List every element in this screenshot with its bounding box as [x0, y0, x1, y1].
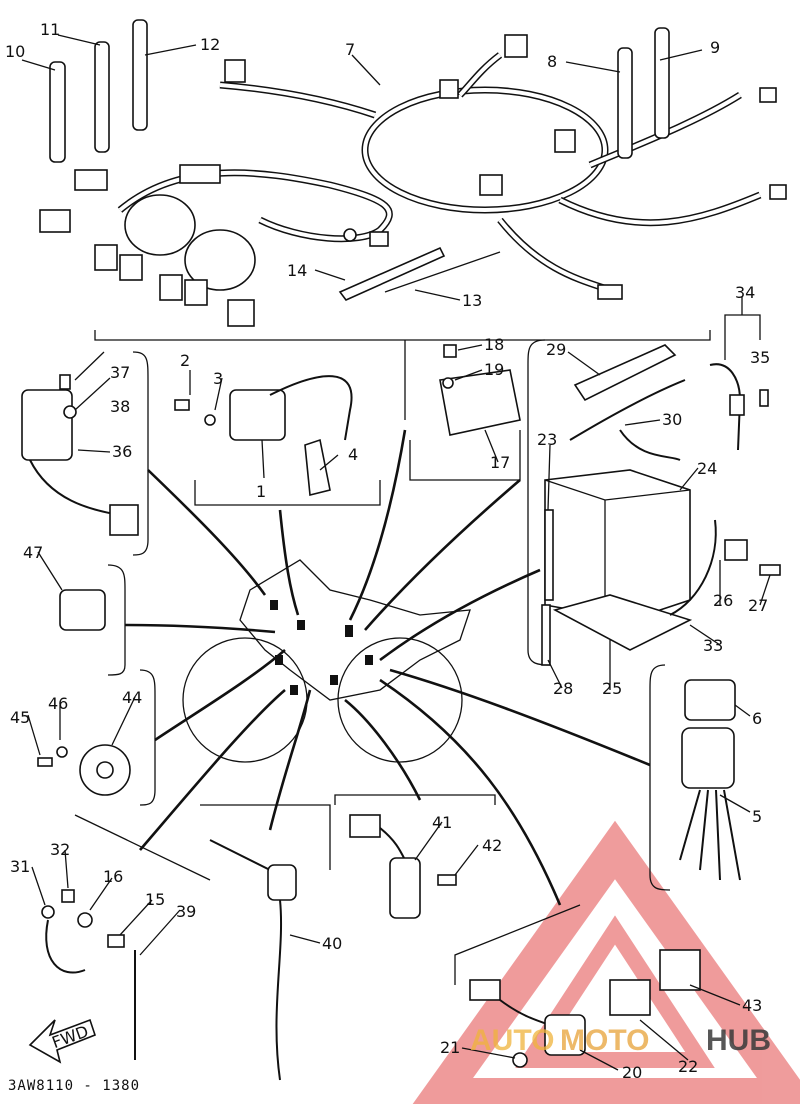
- callout-4: 4: [348, 445, 358, 464]
- callout-24: 24: [697, 459, 717, 478]
- watermark-auto: AUTO: [470, 1024, 554, 1057]
- callout-40: 40: [322, 934, 342, 953]
- callout-39: 39: [176, 902, 196, 921]
- callout-34: 34: [735, 283, 755, 302]
- callout-6: 6: [752, 709, 762, 728]
- callout-32: 32: [50, 840, 70, 859]
- callout-46: 46: [48, 694, 68, 713]
- callout-15: 15: [145, 890, 165, 909]
- components: [21, 344, 781, 1081]
- callout-11: 11: [40, 20, 60, 39]
- callout-1: 1: [256, 482, 266, 501]
- callout-23: 23: [537, 430, 557, 449]
- callout-18: 18: [484, 335, 504, 354]
- callout-7: 7: [345, 40, 355, 59]
- chassis-outline: [182, 559, 471, 763]
- callout-5: 5: [752, 807, 762, 826]
- callout-19: 19: [484, 360, 504, 379]
- callout-26: 26: [713, 591, 733, 610]
- leader-lines: [124, 429, 651, 906]
- callout-36: 36: [112, 442, 132, 461]
- callout-22: 22: [678, 1057, 698, 1076]
- callout-37: 37: [110, 363, 130, 382]
- callout-38: 38: [110, 397, 130, 416]
- callout-28: 28: [553, 679, 573, 698]
- watermark-logo: [412, 820, 800, 1104]
- callout-14: 14: [287, 261, 307, 280]
- watermark-text: AUTO MOTO HUB: [470, 1024, 771, 1057]
- callout-35: 35: [750, 348, 770, 367]
- callout-16: 16: [103, 867, 123, 886]
- watermark-hub: HUB: [706, 1024, 771, 1057]
- callout-12: 12: [200, 35, 220, 54]
- callout-2: 2: [180, 351, 190, 370]
- callout-8: 8: [547, 52, 557, 71]
- group-brackets: [74, 339, 671, 985]
- callout-33: 33: [703, 636, 723, 655]
- cable-ties: [49, 19, 670, 301]
- callout-10: 10: [5, 42, 25, 61]
- callout-labels: 1 2 3 4 5 6 7 8 9 10 11 12 13 14 15 16 1…: [5, 20, 770, 1082]
- callout-31: 31: [10, 857, 30, 876]
- callout-42: 42: [482, 836, 502, 855]
- callout-20: 20: [622, 1063, 642, 1082]
- fwd-label: FWD: [49, 1022, 91, 1053]
- callout-41: 41: [432, 813, 452, 832]
- diagram-code: 3AW8110 - 1380: [8, 1078, 140, 1094]
- watermark-moto: MOTO: [560, 1024, 649, 1057]
- callout-25: 25: [602, 679, 622, 698]
- callout-17: 17: [490, 453, 510, 472]
- callout-44: 44: [122, 688, 142, 707]
- callout-ticks: [21, 34, 771, 1071]
- callout-27: 27: [748, 596, 768, 615]
- callout-47: 47: [23, 543, 43, 562]
- callout-3: 3: [213, 369, 223, 388]
- callout-45: 45: [10, 708, 30, 727]
- callout-21: 21: [440, 1038, 460, 1057]
- callout-29: 29: [546, 340, 566, 359]
- callout-30: 30: [662, 410, 682, 429]
- wire-harness: [39, 34, 787, 327]
- callout-43: 43: [742, 996, 762, 1015]
- callout-13: 13: [462, 291, 482, 310]
- callout-9: 9: [710, 38, 720, 57]
